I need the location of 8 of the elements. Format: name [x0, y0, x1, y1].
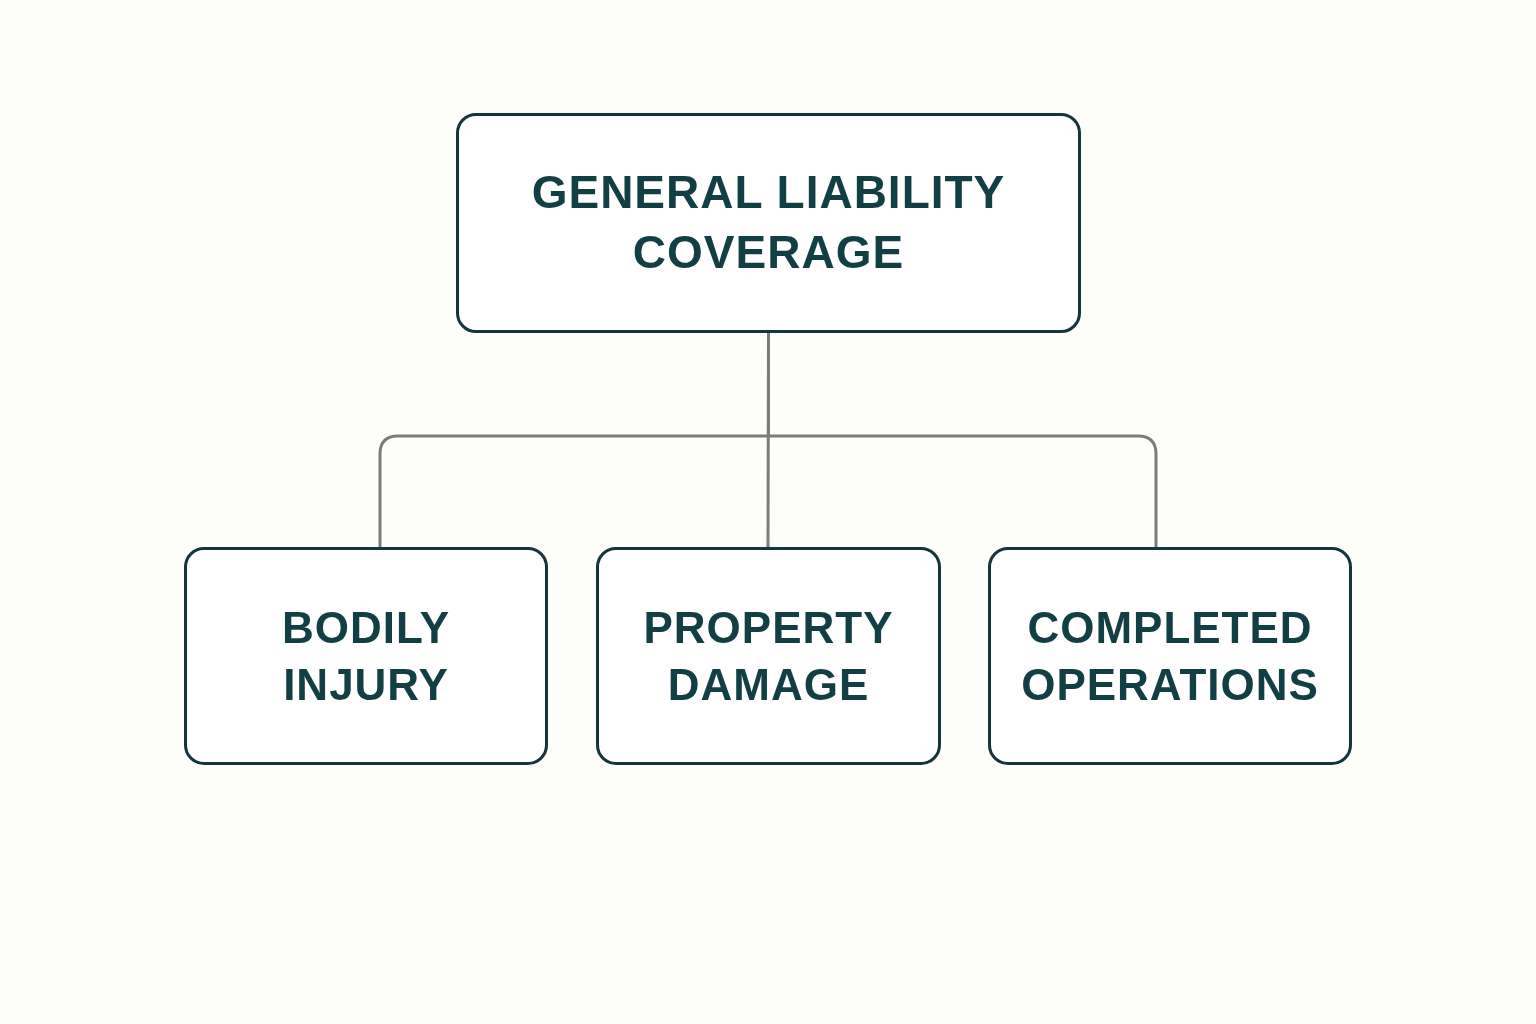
category-box [456, 113, 1081, 333]
category-box [184, 547, 548, 765]
box-label: COMPLETED OPERATIONS [1020, 601, 1320, 711]
category-box [596, 547, 941, 765]
box-label: BODILY INJURY [280, 601, 452, 711]
category-box [988, 547, 1352, 765]
box-label: PROPERTY DAMAGE [642, 601, 895, 711]
box-label: GENERAL LIABILITY COVERAGE [530, 165, 1007, 280]
